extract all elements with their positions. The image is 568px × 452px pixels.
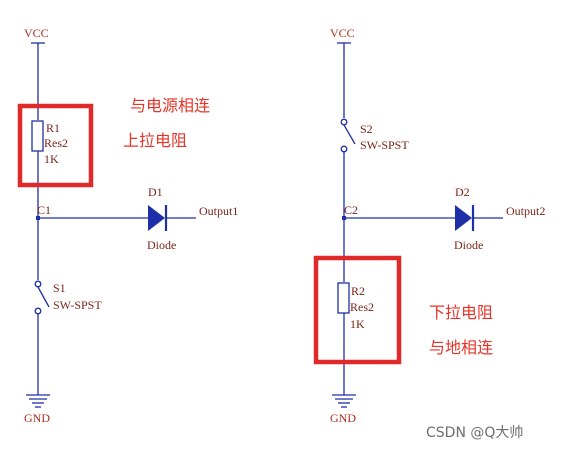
switch-s2 bbox=[340, 118, 356, 153]
resistor-r1 bbox=[31, 120, 44, 152]
vcc-label-right: VCC bbox=[330, 26, 355, 40]
annotation-pullup-line1: 与电源相连 bbox=[130, 96, 210, 115]
resistor-r2 bbox=[337, 282, 350, 314]
output1-label: Output1 bbox=[199, 204, 238, 218]
switch-s1-part: SW-SPST bbox=[53, 298, 102, 312]
diode-d2-ref: D2 bbox=[455, 185, 470, 199]
node-label-c1: C1 bbox=[37, 203, 51, 217]
resistor-r2-value: 1K bbox=[350, 317, 365, 331]
gnd-symbol-right bbox=[332, 394, 356, 408]
annotation-pulldown-line1: 下拉电阻 bbox=[429, 303, 493, 322]
vcc-label-left: VCC bbox=[24, 26, 49, 40]
switch-s1 bbox=[34, 280, 50, 315]
gnd-label-left: GND bbox=[24, 411, 50, 425]
vcc-symbol-right bbox=[337, 42, 351, 118]
resistor-r1-value: 1K bbox=[44, 152, 59, 166]
switch-s2-ref: S2 bbox=[360, 122, 373, 136]
watermark: CSDN @Q大帅 bbox=[426, 425, 523, 441]
gnd-label-right: GND bbox=[330, 411, 356, 425]
vcc-symbol-left bbox=[31, 42, 45, 120]
diode-d1-part: Diode bbox=[147, 238, 176, 252]
diode-d1-ref: D1 bbox=[148, 185, 163, 199]
diode-d2 bbox=[455, 205, 475, 231]
right-circuit: VCC S2 SW-SPST C2 D2 Diode Output2 R2 Re… bbox=[313, 26, 545, 425]
diode-d1 bbox=[148, 205, 168, 231]
gnd-symbol-left bbox=[26, 394, 50, 408]
resistor-r1-part: Res2 bbox=[44, 136, 68, 150]
pulldown-highlight-box bbox=[313, 255, 402, 365]
annotation-pulldown-line2: 与地相连 bbox=[429, 338, 493, 357]
switch-s2-part: SW-SPST bbox=[360, 138, 409, 152]
resistor-r1-ref: R1 bbox=[46, 121, 60, 135]
switch-s1-ref: S1 bbox=[53, 281, 66, 295]
resistor-r2-ref: R2 bbox=[351, 284, 365, 298]
output2-label: Output2 bbox=[506, 204, 545, 218]
resistor-r2-part: Res2 bbox=[350, 300, 374, 314]
pullup-highlight-box bbox=[17, 103, 94, 188]
node-label-c2: C2 bbox=[344, 203, 358, 217]
annotation-pullup-line2: 上拉电阻 bbox=[123, 131, 187, 150]
left-circuit: VCC R1 Res2 1K C1 D1 Diode Output1 S1 SW… bbox=[17, 26, 238, 425]
diode-d2-part: Diode bbox=[454, 238, 483, 252]
